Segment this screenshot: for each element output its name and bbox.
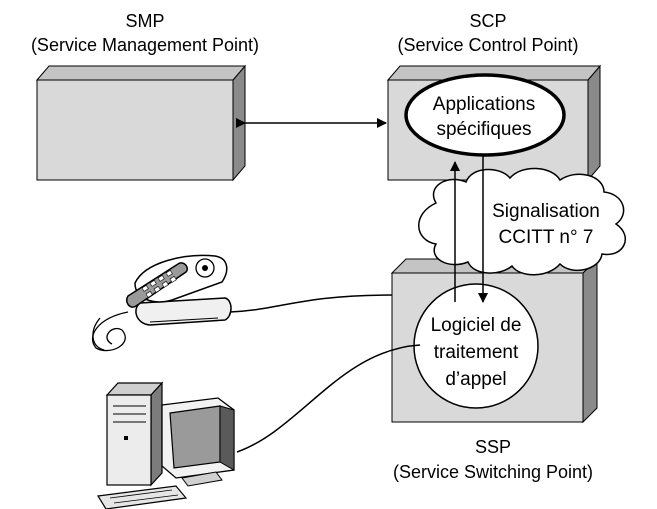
applications-line2: spécifiques: [436, 119, 531, 140]
smp-subtitle: (Service Management Point): [31, 35, 259, 55]
signalisation-cloud: [418, 167, 627, 276]
applications-ellipse: [404, 73, 566, 157]
ssp-subtitle: (Service Switching Point): [393, 462, 593, 482]
smp-title: SMP: [125, 11, 164, 31]
logiciel-line3: d’appel: [445, 369, 506, 390]
telephone-line: [229, 294, 393, 313]
ssp-title: SSP: [475, 437, 511, 457]
telephone-icon: [91, 254, 232, 352]
computer-line: [236, 344, 421, 453]
applications-line1: Applications: [433, 94, 535, 115]
signalisation-line2: CCITT n° 7: [499, 227, 594, 248]
logiciel-line1: Logiciel de: [431, 315, 522, 336]
logiciel-line2: traitement: [434, 342, 519, 363]
smp-box: [35, 64, 247, 182]
scp-subtitle: (Service Control Point): [397, 35, 578, 55]
scp-title: SCP: [469, 11, 506, 31]
signalisation-line1: Signalisation: [492, 201, 600, 222]
computer-icon: [97, 381, 235, 509]
